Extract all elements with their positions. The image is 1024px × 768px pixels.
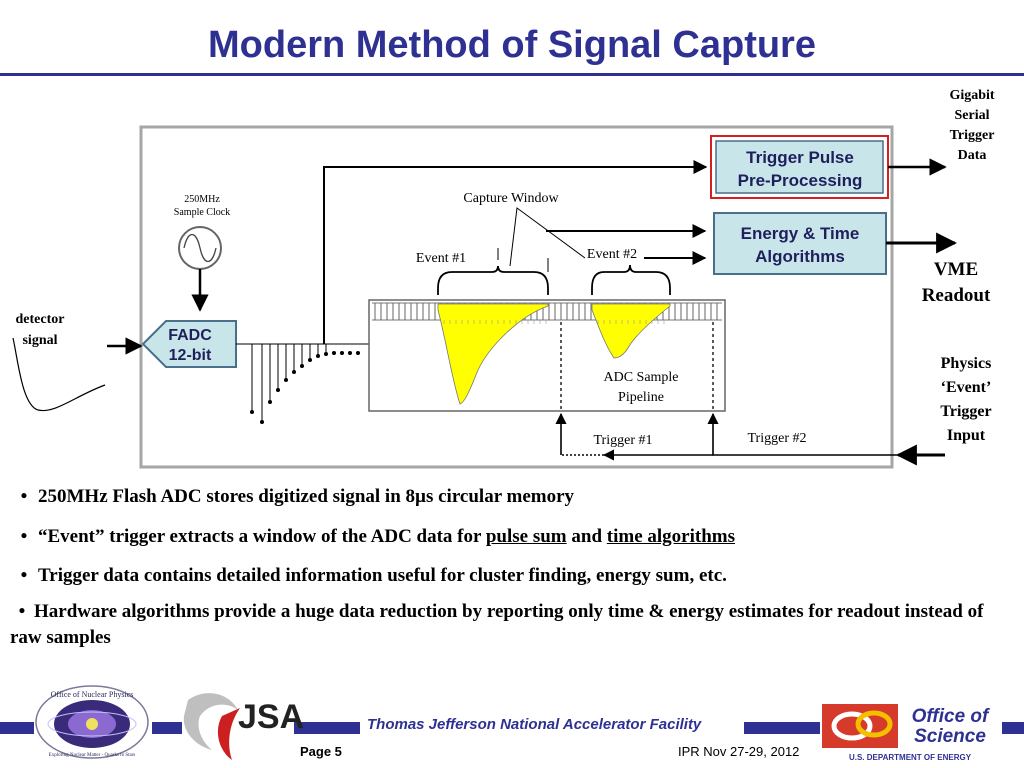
science-logo-text-2: Science (914, 726, 986, 747)
gigabit-label-2: Serial (955, 108, 990, 123)
nuclear-logo-text: Office of Nuclear Physics (51, 690, 134, 699)
trigger-path (323, 160, 708, 344)
vme-label-2: Readout (922, 285, 991, 306)
sample-stems (236, 343, 372, 422)
vme-label-1: VME (934, 259, 978, 280)
trigger-pulse-label-1: Trigger Pulse (746, 148, 854, 167)
capture-window-callout (509, 207, 586, 267)
jsa-logo-text: JSA (238, 698, 304, 736)
fadc-label-1: FADC (168, 327, 212, 344)
bullet-marker: • (18, 600, 26, 622)
trigger-pulse-label-2: Pre-Processing (738, 171, 863, 190)
sample-clock-label-2: Sample Clock (174, 207, 230, 218)
gigabit-label-1: Gigabit (949, 88, 994, 103)
bullet-1-text: 250MHz Flash ADC stores digitized signal… (38, 486, 575, 507)
page-number: Page 5 (300, 744, 342, 759)
bullet-marker: • (20, 565, 28, 587)
signal-capture-diagram: detector signal 250MHz Sample Clock FADC… (12, 88, 995, 469)
gigabit-label-4: Data (958, 148, 987, 163)
slide-title: Modern Method of Signal Capture (208, 24, 816, 66)
bullet-marker: • (20, 525, 28, 547)
pipeline-cells (372, 302, 722, 321)
event1-pulse (437, 303, 549, 405)
bullet-3: • Trigger data contains detailed informa… (10, 563, 1015, 589)
energy-time-label-2: Algorithms (755, 247, 845, 266)
adc-pipeline (368, 299, 726, 412)
bullet-2: • “Event” trigger extracts a window of t… (10, 524, 1015, 550)
energy-time-label-1: Energy & Time (741, 224, 860, 243)
physics-label-3: Trigger (940, 403, 991, 420)
detector-signal-label-2: signal (22, 333, 57, 348)
system-frame (139, 125, 894, 469)
bullet-4-text: Hardware algorithms provide a huge data … (10, 600, 984, 648)
sample-clock-label-1: 250MHz (184, 194, 220, 205)
event1-label: Event #1 (416, 251, 466, 266)
pulse-sum-term: pulse sum (485, 525, 567, 547)
energy-time-box (713, 212, 887, 275)
adc-pipeline-label-2: Pipeline (618, 390, 664, 405)
capture-window-label: Capture Window (463, 191, 559, 206)
event1-brace (437, 265, 549, 295)
bullet-1: • 250MHz Flash ADC stores digitized sign… (10, 484, 1015, 510)
time-algorithms-term: time algorithms (606, 525, 736, 547)
gigabit-label-3: Trigger (950, 128, 995, 143)
bullet-marker: • (20, 486, 28, 507)
lab-name: Thomas Jefferson National Accelerator Fa… (363, 716, 706, 733)
physics-label-4: Input (947, 427, 986, 444)
footer-graphics: Office of Nuclear Physics Exploring Nucl… (0, 685, 1024, 762)
event2-label: Event #2 (587, 247, 637, 262)
title-underline (0, 73, 1024, 76)
doe-text: U.S. DEPARTMENT OF ENERGY (849, 753, 972, 762)
nuclear-physics-logo: Office of Nuclear Physics Exploring Nucl… (35, 685, 149, 759)
bullet-3-text: Trigger data contains detailed informati… (38, 565, 727, 587)
event2-brace (591, 264, 671, 295)
event2-pulse (591, 303, 671, 359)
bullet-2-text: “Event” trigger extracts a window of the… (38, 525, 736, 547)
trigger1-label: Trigger #1 (594, 433, 653, 448)
bullet-list: • 250MHz Flash ADC stores digitized sign… (10, 484, 1015, 664)
nuclear-logo-subtext: Exploring Nuclear Matter - Quarks to Sta… (49, 753, 136, 758)
physics-label-2: ‘Event’ (941, 379, 992, 396)
detector-signal-curve (12, 337, 106, 412)
fadc-label-2: 12-bit (169, 347, 212, 364)
sample-points (250, 351, 360, 424)
trigger2-label: Trigger #2 (748, 431, 807, 446)
science-logo-text-1: Office of (912, 706, 990, 727)
conference-info: IPR Nov 27-29, 2012 (678, 744, 800, 759)
detector-signal-label-1: detector (16, 312, 65, 327)
jsa-logo: JSA (183, 693, 304, 760)
adc-pipeline-label-1: ADC Sample (603, 370, 678, 385)
physics-label-1: Physics (941, 355, 992, 372)
office-of-science-logo: Office of Science U.S. DEPARTMENT OF ENE… (822, 704, 990, 762)
bullet-4: •Hardware algorithms provide a huge data… (10, 599, 1015, 650)
